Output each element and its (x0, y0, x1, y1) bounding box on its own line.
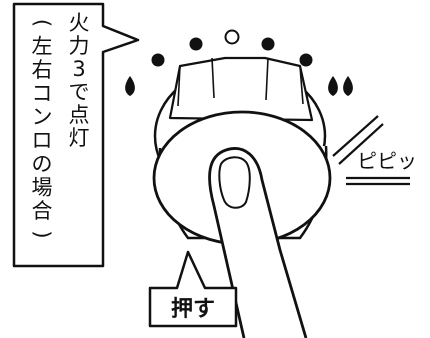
callout-char: 力 (69, 34, 90, 58)
callout-char: ロ (32, 129, 53, 153)
fingernail (218, 156, 251, 209)
push-label-box (148, 250, 238, 328)
callout-box (12, 2, 140, 268)
double-flame-icon (328, 76, 353, 96)
indicator-dot (299, 53, 313, 67)
sound-line-underline (346, 176, 410, 186)
indicator-dot (151, 53, 165, 67)
callout-char: 場 (32, 176, 53, 200)
callout-char: 右 (32, 58, 53, 82)
callout-char: の (32, 152, 53, 176)
indicator-dot (261, 37, 275, 51)
callout-char: 点 (69, 103, 90, 127)
callout-char: コ (32, 82, 53, 106)
callout-char: ) (30, 230, 54, 238)
indicator-dots (151, 29, 313, 67)
callout-char: 火 (69, 11, 90, 35)
sound-line-diagonal (332, 115, 384, 165)
callout-char: で (69, 80, 90, 104)
callout-char: 合 (32, 199, 53, 223)
indicator-dot (224, 29, 240, 45)
indicator-dot (189, 37, 203, 51)
callout-char: ン (32, 105, 53, 129)
callout-char: ( (30, 19, 54, 27)
sound-label: ピピッ (357, 149, 417, 173)
callout-char: 3 (72, 57, 85, 81)
callout-char: 灯 (69, 126, 90, 150)
push-label: 押す (171, 296, 215, 322)
single-flame-icon (125, 76, 135, 96)
callout-char: 左 (32, 35, 53, 59)
